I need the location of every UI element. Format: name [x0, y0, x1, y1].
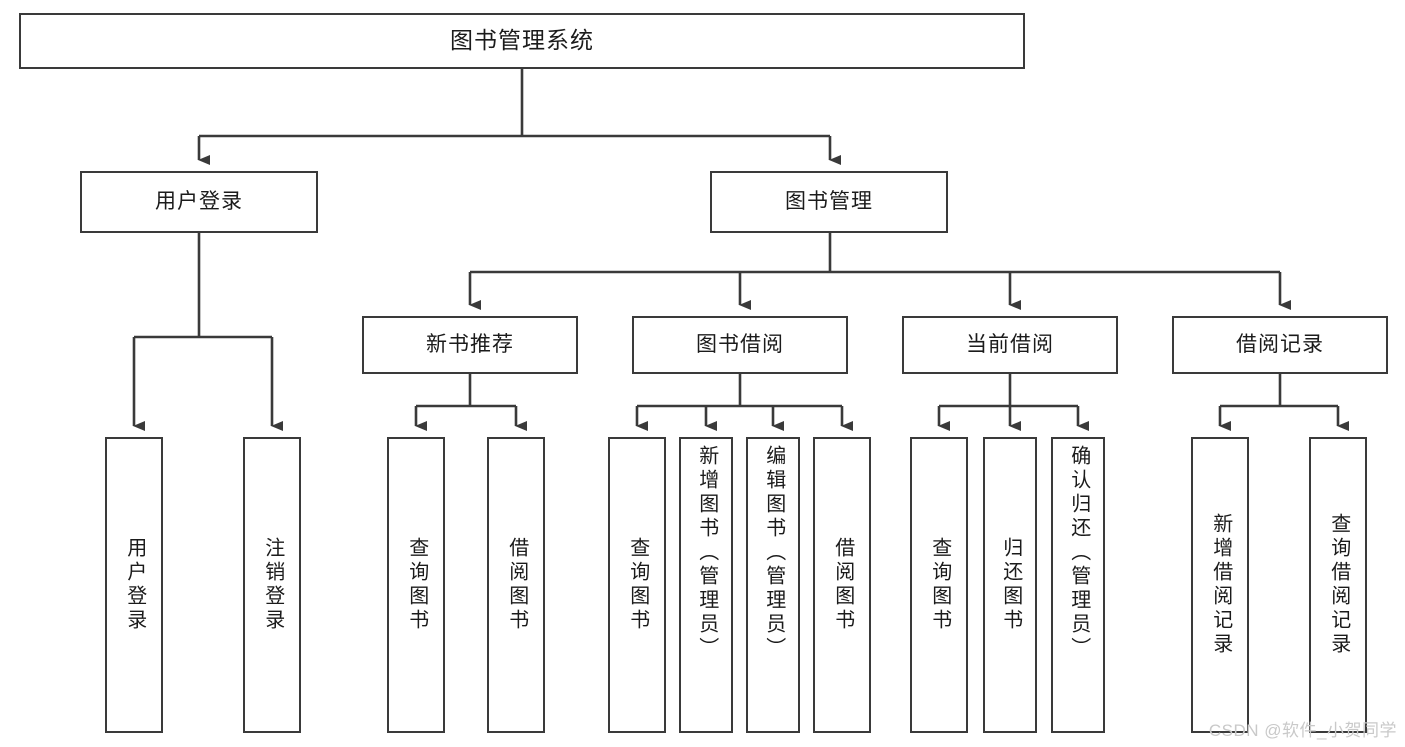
node-new-book-rec-label: 新书推荐 — [426, 332, 514, 356]
node-book-manage[interactable]: 图书管理 — [710, 171, 948, 233]
node-leaf-query-record[interactable]: 查询借阅记录 — [1309, 437, 1367, 733]
node-leaf-query-book-cur-label: 查询图书 — [928, 537, 951, 633]
node-leaf-user-login-label: 用户登录 — [123, 537, 146, 633]
node-leaf-add-record-label: 新增借阅记录 — [1209, 513, 1232, 657]
node-leaf-borrow-book-rec[interactable]: 借阅图书 — [487, 437, 545, 733]
node-leaf-user-logout[interactable]: 注销登录 — [243, 437, 301, 733]
node-leaf-edit-book-label: 编辑图书（管理员） — [762, 445, 785, 661]
node-user-login[interactable]: 用户登录 — [80, 171, 318, 233]
watermark-text: CSDN @软件_小贺同学 — [1208, 721, 1397, 740]
node-leaf-user-login[interactable]: 用户登录 — [105, 437, 163, 733]
node-current-borrow-label: 当前借阅 — [966, 332, 1054, 356]
node-leaf-query-book-rec-label: 查询图书 — [405, 537, 428, 633]
node-leaf-edit-book[interactable]: 编辑图书（管理员） — [746, 437, 800, 733]
node-leaf-confirm-return[interactable]: 确认归还（管理员） — [1051, 437, 1105, 733]
node-leaf-query-book-cur[interactable]: 查询图书 — [910, 437, 968, 733]
node-root-label: 图书管理系统 — [450, 27, 594, 54]
node-leaf-borrow-book-label: 借阅图书 — [831, 537, 854, 633]
connector-lines — [132, 69, 1349, 431]
node-leaf-query-record-label: 查询借阅记录 — [1327, 513, 1350, 657]
node-leaf-confirm-return-label: 确认归还（管理员） — [1067, 445, 1090, 661]
node-leaf-query-book-rec[interactable]: 查询图书 — [387, 437, 445, 733]
node-book-manage-label: 图书管理 — [785, 189, 873, 213]
node-book-borrow-label: 图书借阅 — [696, 332, 784, 356]
node-leaf-user-logout-label: 注销登录 — [261, 537, 284, 633]
node-leaf-add-record[interactable]: 新增借阅记录 — [1191, 437, 1249, 733]
node-borrow-record[interactable]: 借阅记录 — [1172, 316, 1388, 374]
node-borrow-record-label: 借阅记录 — [1236, 332, 1324, 356]
node-leaf-borrow-book[interactable]: 借阅图书 — [813, 437, 871, 733]
node-current-borrow[interactable]: 当前借阅 — [902, 316, 1118, 374]
node-root[interactable]: 图书管理系统 — [19, 13, 1025, 69]
node-leaf-add-book-label: 新增图书（管理员） — [695, 445, 718, 661]
node-leaf-borrow-book-rec-label: 借阅图书 — [505, 537, 528, 633]
node-new-book-rec[interactable]: 新书推荐 — [362, 316, 578, 374]
node-user-login-label: 用户登录 — [155, 189, 243, 213]
node-leaf-return-book[interactable]: 归还图书 — [983, 437, 1037, 733]
node-book-borrow[interactable]: 图书借阅 — [632, 316, 848, 374]
node-leaf-add-book[interactable]: 新增图书（管理员） — [679, 437, 733, 733]
node-leaf-query-book[interactable]: 查询图书 — [608, 437, 666, 733]
node-leaf-query-book-label: 查询图书 — [626, 537, 649, 633]
node-leaf-return-book-label: 归还图书 — [999, 537, 1022, 633]
